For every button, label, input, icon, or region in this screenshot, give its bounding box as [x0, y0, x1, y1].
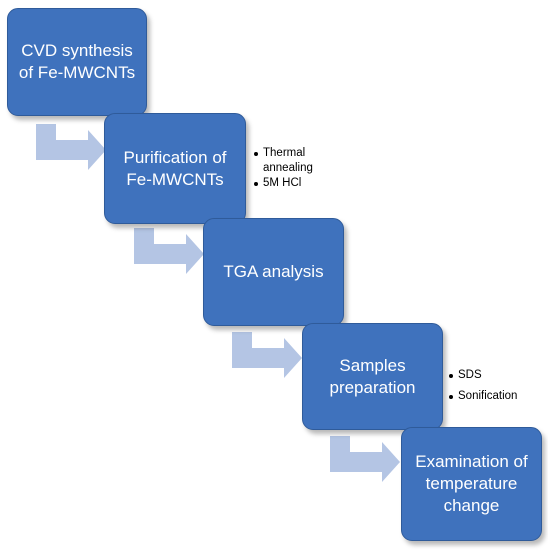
- step-label-line: change: [443, 496, 500, 515]
- step-cvd-synthesis: CVD synthesis of Fe-MWCNTs: [7, 8, 147, 116]
- note-item: 5M HCl: [254, 176, 324, 191]
- purification-notes: Thermal annealing 5M HCl: [254, 146, 324, 191]
- note-item: SDS: [449, 368, 544, 383]
- step-examination: Examination of temperature change: [401, 427, 542, 541]
- note-item: Thermal annealing: [254, 146, 324, 176]
- step-label-line: Samples: [339, 355, 406, 375]
- step-tga-analysis: TGA analysis: [203, 218, 344, 326]
- step-label-line: of Fe-MWCNTs: [18, 63, 136, 82]
- step-label-line: Examination of: [415, 452, 528, 471]
- step-purification: Purification of Fe-MWCNTs: [104, 113, 246, 224]
- note-item: Sonification: [449, 389, 544, 404]
- step-label-line: TGA analysis: [223, 262, 324, 281]
- step-label-line: CVD synthesis: [21, 41, 133, 60]
- step-label-line: Fe-MWCNTs: [126, 169, 224, 189]
- samples-preparation-notes: SDS Sonification: [449, 368, 544, 404]
- step-label-line: temperature: [425, 474, 518, 493]
- step-samples-preparation: Samples preparation: [302, 323, 443, 430]
- step-label-line: Purification of: [123, 147, 227, 167]
- step-label-line: preparation: [329, 377, 416, 397]
